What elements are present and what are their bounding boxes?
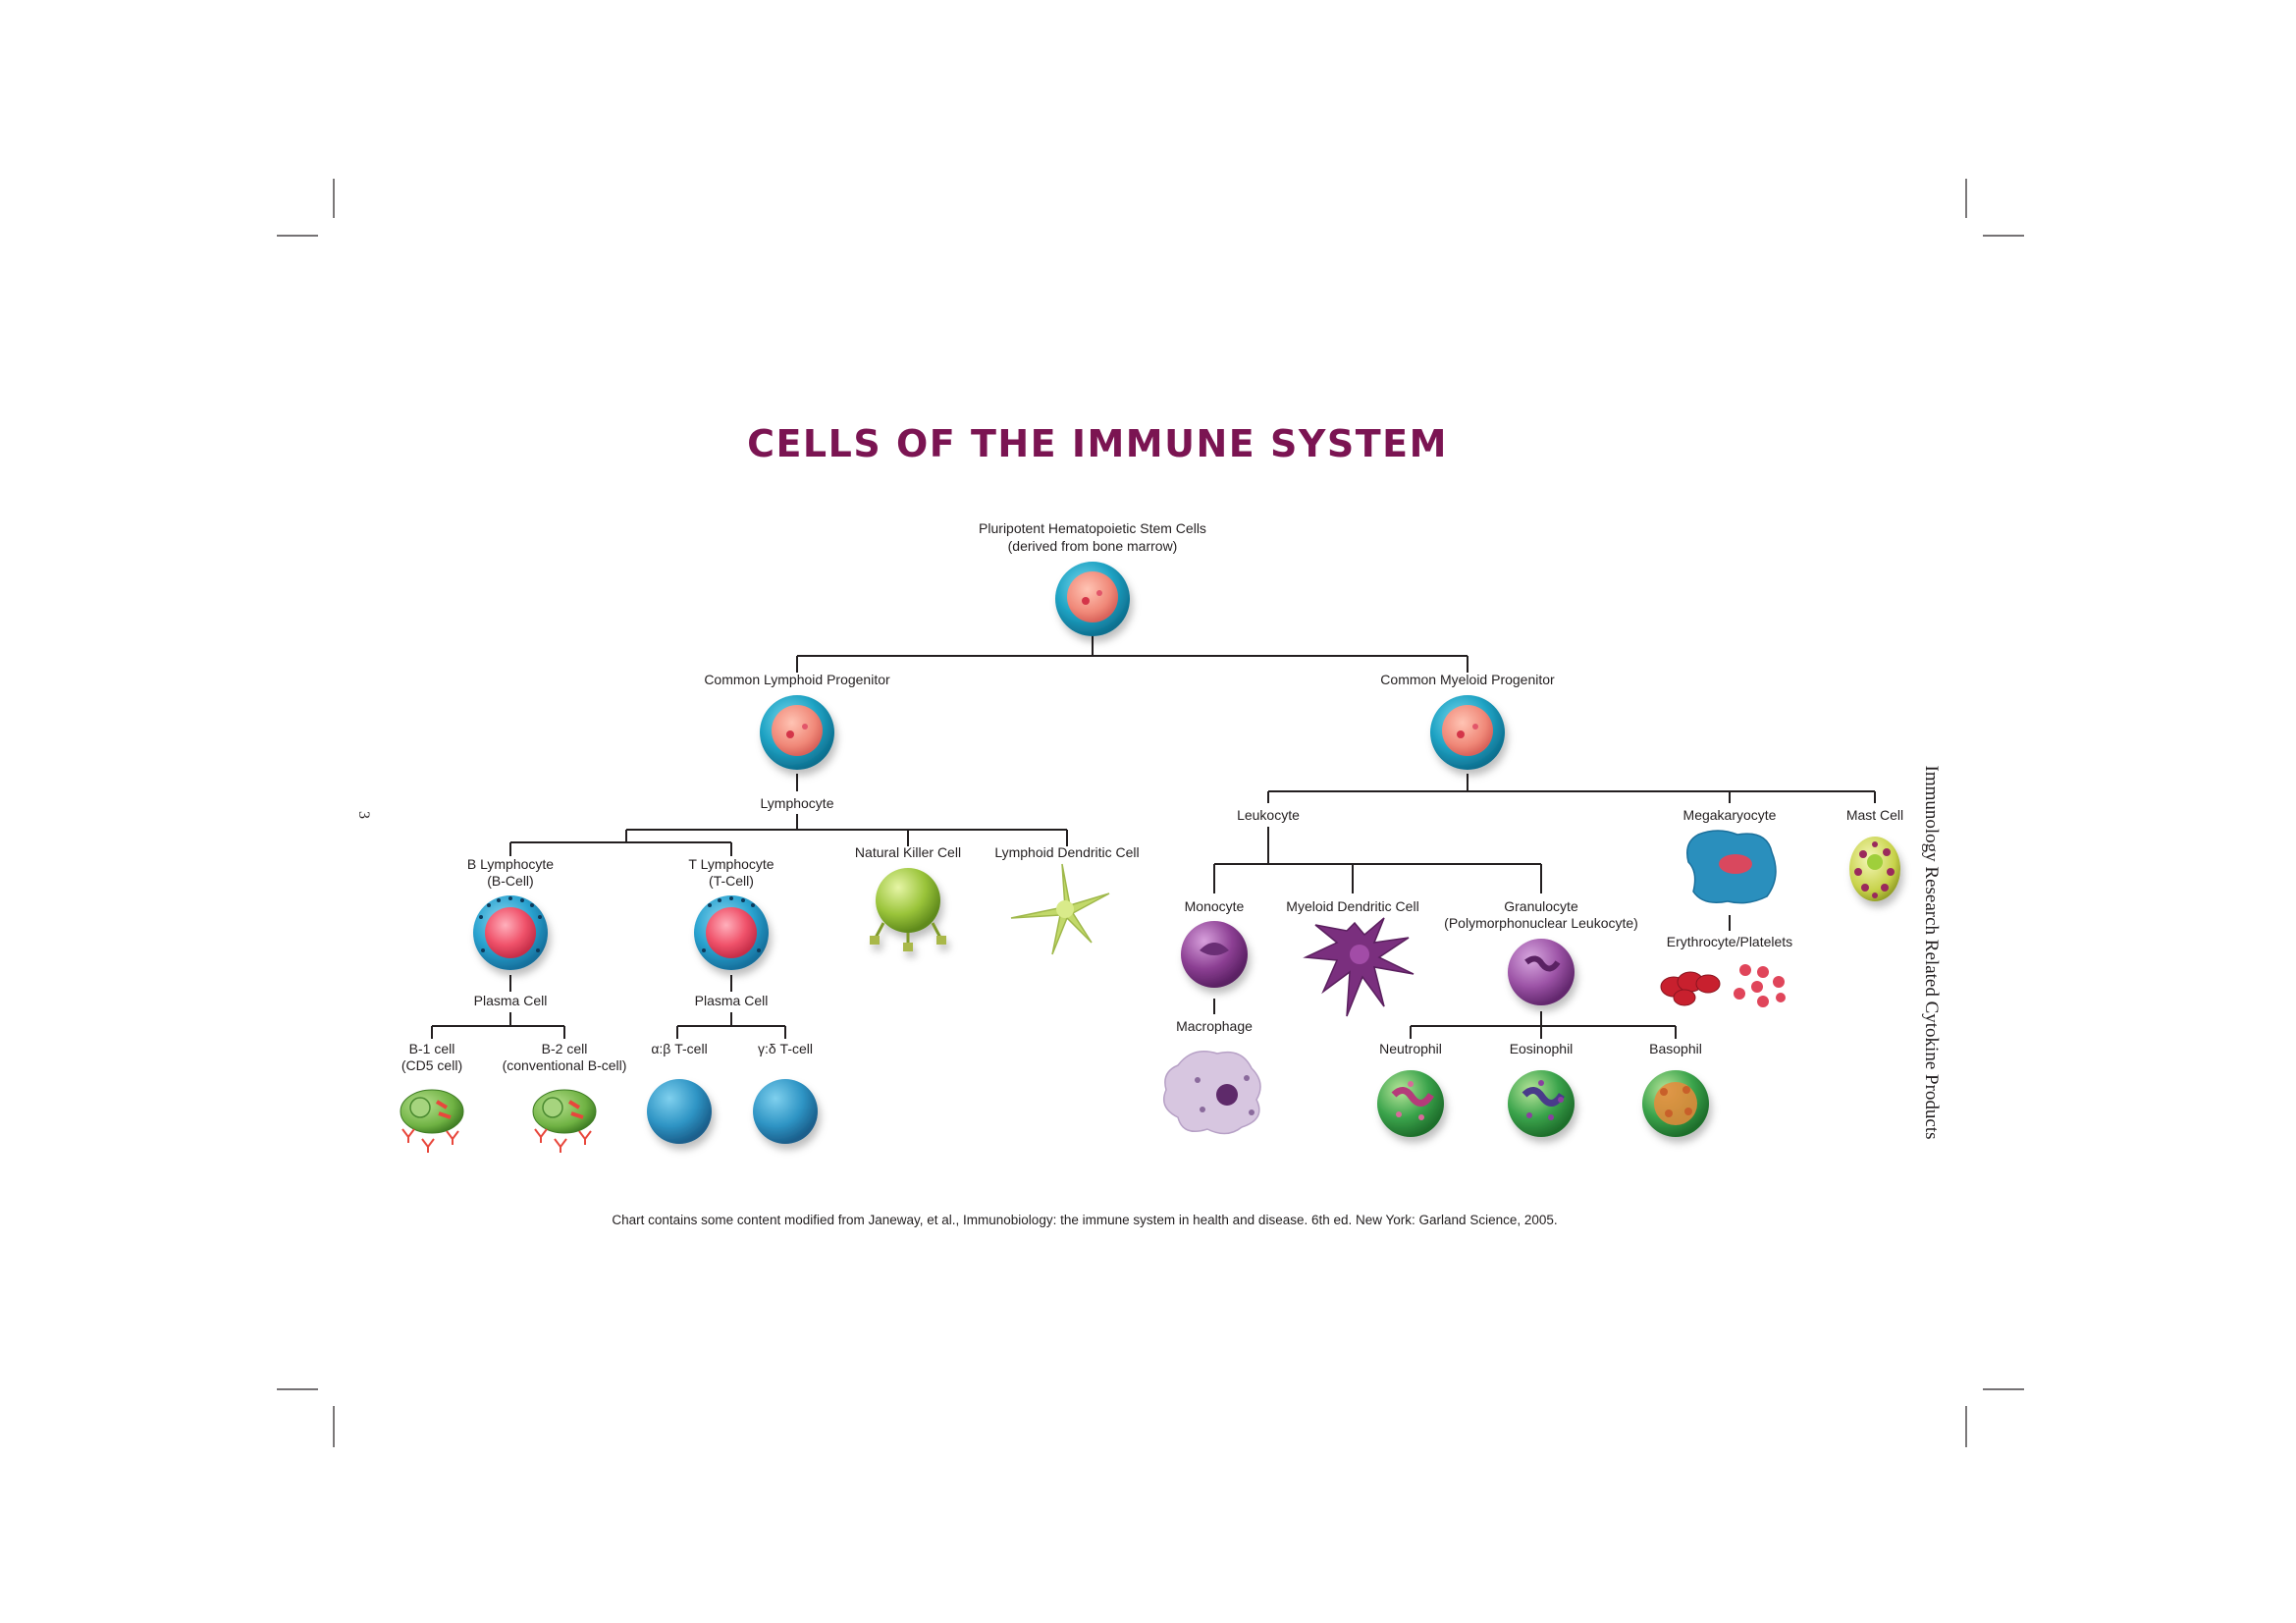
stem-label-line1: Pluripotent Hematopoietic Stem Cells — [979, 520, 1206, 536]
b-lymphocyte-label-line1: B Lymphocyte — [467, 856, 554, 872]
b-lymphocyte-illustration — [473, 895, 548, 970]
lineage-connectors — [431, 633, 1876, 1039]
eosinophil-illustration — [1508, 1070, 1575, 1137]
b-lymphocyte-label-line2: (B-Cell) — [487, 873, 533, 889]
stem-label-line2: (derived from bone marrow) — [1008, 538, 1178, 554]
nk-cell-illustration — [870, 868, 946, 951]
gd-t-cell-illustration — [753, 1079, 818, 1144]
granulocyte-label-line1: Granulocyte — [1504, 898, 1578, 914]
stem-cell-label: Pluripotent Hematopoietic Stem Cells (de… — [979, 520, 1206, 554]
myeloid-dendritic-label: Myeloid Dendritic Cell — [1286, 898, 1418, 914]
basophil-label: Basophil — [1649, 1041, 1702, 1056]
b2-label-line2: (conventional B-cell) — [503, 1057, 627, 1073]
gd-t-cell-label: γ:δ T-cell — [758, 1041, 813, 1056]
clp-label: Common Lymphoid Progenitor — [704, 672, 890, 687]
t-lymphocyte-label-line1: T Lymphocyte — [688, 856, 774, 872]
page-title: CELLS OF THE IMMUNE SYSTEM — [747, 422, 1448, 465]
erythrocyte-label: Erythrocyte/Platelets — [1667, 934, 1792, 949]
lymphoid-dendritic-label: Lymphoid Dendritic Cell — [994, 844, 1139, 860]
ab-t-cell-illustration — [647, 1079, 712, 1144]
side-caption: Immunology Research Related Cytokine Pro… — [1921, 766, 1942, 1140]
ab-t-cell-label: α:β T-cell — [651, 1041, 707, 1056]
mast-cell-illustration — [1849, 837, 1900, 901]
macrophage-label: Macrophage — [1176, 1018, 1253, 1034]
b1-label-line2: (CD5 cell) — [401, 1057, 462, 1073]
b1-cell-illustration — [400, 1089, 464, 1153]
page-number: 3 — [355, 811, 372, 819]
b2-label-line1: B-2 cell — [542, 1041, 588, 1056]
megakaryocyte-illustration — [1686, 830, 1777, 904]
b1-label-line1: B-1 cell — [409, 1041, 455, 1056]
neutrophil-illustration — [1377, 1070, 1444, 1137]
megakaryocyte-label: Megakaryocyte — [1683, 807, 1777, 823]
t-lymphocyte-illustration — [694, 895, 769, 970]
stem-cell-illustration — [1055, 562, 1130, 636]
clp-cell-illustration — [760, 695, 834, 770]
nk-cell-label: Natural Killer Cell — [855, 844, 961, 860]
footnote: Chart contains some content modified fro… — [612, 1213, 1557, 1227]
macrophage-illustration — [1163, 1051, 1261, 1135]
leukocyte-label: Leukocyte — [1237, 807, 1300, 823]
crop-marks — [277, 179, 2024, 1447]
mast-cell-label: Mast Cell — [1846, 807, 1903, 823]
eosinophil-label: Eosinophil — [1510, 1041, 1574, 1056]
plasma-cell-t-label: Plasma Cell — [695, 993, 769, 1008]
lymphocyte-label: Lymphocyte — [761, 795, 834, 811]
plasma-cell-b-label: Plasma Cell — [474, 993, 548, 1008]
myeloid-dendritic-illustration — [1303, 917, 1415, 1017]
granulocyte-label-line2: (Polymorphonuclear Leukocyte) — [1444, 915, 1638, 931]
lymphoid-dendritic-illustration — [1010, 863, 1110, 955]
t-lymphocyte-label-line2: (T-Cell) — [709, 873, 754, 889]
granulocyte-illustration — [1508, 939, 1575, 1005]
monocyte-label: Monocyte — [1185, 898, 1245, 914]
b2-cell-illustration — [532, 1089, 597, 1153]
monocyte-illustration — [1181, 921, 1248, 988]
erythrocyte-platelets-illustration — [1660, 964, 1786, 1007]
basophil-illustration — [1642, 1070, 1709, 1137]
cmp-cell-illustration — [1430, 695, 1505, 770]
cmp-label: Common Myeloid Progenitor — [1380, 672, 1555, 687]
neutrophil-label: Neutrophil — [1379, 1041, 1442, 1056]
